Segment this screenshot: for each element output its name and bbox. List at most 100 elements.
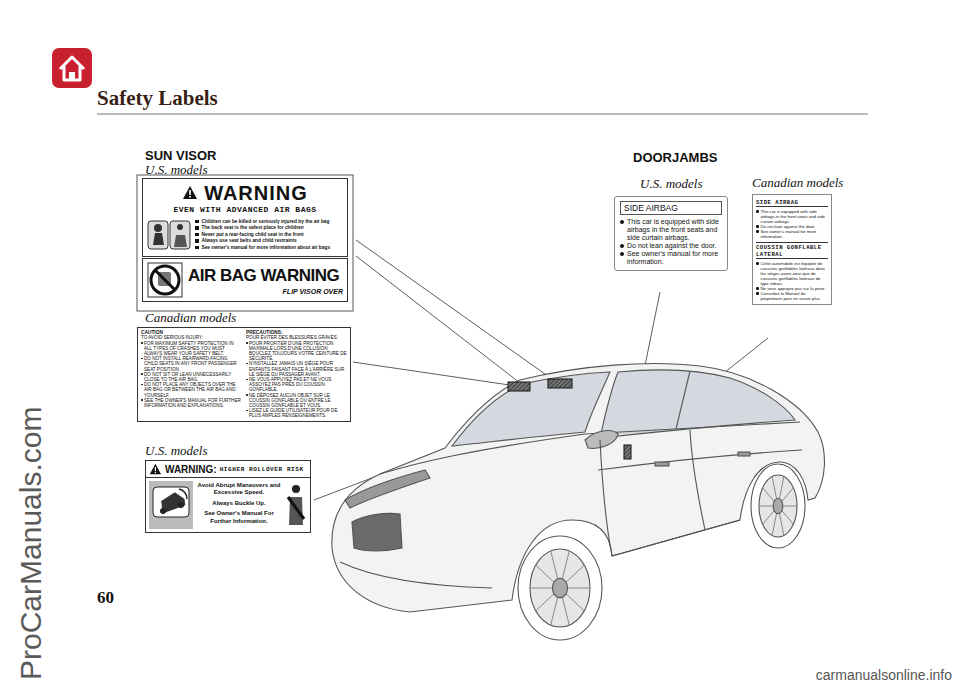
- label-text: Cette automobile est équipée de coussins…: [761, 261, 829, 286]
- label-text: DO NOT PLACE ANY OBJECTS OVER THE AIR BA…: [144, 382, 242, 398]
- bullet-row: DO NOT SIT OR LEAN UNNECESSARILY CLOSE T…: [141, 372, 242, 382]
- label-text: COUSSIN GONFLABLE LATERAL: [756, 242, 828, 259]
- label-text: Avoid Abrupt Maneuvers and Excessive Spe…: [196, 482, 282, 497]
- bullet-mark: [195, 239, 199, 243]
- bullet-row: NE VOUS APPUYEZ PAS ET NE VOUS ASSOYEZ P…: [246, 377, 347, 393]
- label-text: FLIP VISOR OVER: [188, 288, 343, 295]
- label-text: Consultez le Manuel du propriétaire pour…: [761, 291, 829, 301]
- caution-label: CAUTIONTO AVOID SERIOUS INJURY:FOR MAXIM…: [137, 327, 351, 422]
- bullet-row: Do not lean against the door.: [756, 224, 828, 229]
- bullet-row: See owner's manual for more information …: [195, 245, 343, 251]
- bullet-mark: [620, 252, 624, 256]
- label-text: NE DÉPOSEZ AUCUN OBJET SUR LE COUSSIN GO…: [249, 393, 347, 409]
- child-seat-pictogram: [147, 217, 191, 253]
- bullet-row: The back seat is the safest place for ch…: [195, 225, 343, 231]
- label-body: AIR BAG WARNING FLIP VISOR OVER: [188, 266, 343, 295]
- label-text: See owner's manual for more information.: [761, 229, 829, 239]
- page-number: 60: [97, 588, 114, 608]
- bullet-row: DO NOT PLACE ANY OBJECTS OVER THE AIR BA…: [141, 382, 242, 398]
- bullet-row: Cette automobile est équipée de coussins…: [756, 261, 828, 286]
- label-text: SIDE AIRBAG: [756, 199, 828, 207]
- label-text: SIDE AIRBAG: [620, 201, 722, 215]
- warning-label: AIR BAG WARNING FLIP VISOR OVER: [142, 258, 348, 302]
- bullet-row: FOR MAXIMUM SAFETY PROTECTION IN ALL TYP…: [141, 341, 242, 357]
- bullet-row: Children can be killed or seriously inju…: [195, 219, 343, 225]
- seatbelt-pictogram: [285, 483, 307, 527]
- bullet-mark: [141, 399, 143, 401]
- model-note: U.S. models: [145, 162, 207, 178]
- bullet-mark: [756, 262, 759, 265]
- label-text: Children can be killed or seriously inju…: [202, 219, 330, 225]
- car-illustration: [332, 364, 825, 640]
- label-text: See owner's manual for more information.: [627, 250, 722, 266]
- bullet-row: Ne vous appuyez pas sur la porte.: [756, 286, 828, 291]
- label-text: FOR MAXIMUM SAFETY PROTECTION IN ALL TYP…: [144, 341, 242, 357]
- label-text: DO NOT INSTALL REARWARD-FACING CHILD SEA…: [144, 356, 242, 372]
- rollover-pictogram: [149, 481, 193, 529]
- no-child-seat-icon: [147, 262, 183, 298]
- label-text: See Owner's Manual For Further Informati…: [196, 510, 282, 525]
- bullet-mark: [195, 233, 199, 237]
- label-text: Always Buckle Up.: [196, 500, 282, 507]
- label-text-group: Avoid Abrupt Maneuvers and Excessive Spe…: [196, 482, 282, 528]
- bullet-mark: [756, 287, 759, 290]
- label-text: Do not lean against the door.: [627, 242, 717, 250]
- bullet-row: This car is equipped with side airbags i…: [620, 218, 722, 242]
- bullet-mark: [620, 220, 624, 224]
- label-text: See owner's manual for more information …: [202, 245, 331, 251]
- warning-label: WARNINGEVEN WITH ADVANCED AIR BAGS Childr…: [142, 178, 348, 257]
- label-text: This car is equipped with side airbags i…: [761, 209, 829, 224]
- model-note: U.S. models: [640, 176, 702, 192]
- model-note: Canadian models: [752, 175, 843, 191]
- label-text: N'INSTALLEZ JAMAIS UN SIÈGE POUR ENFANTS…: [249, 361, 347, 377]
- bullet-row: See owner's manual for more information.: [756, 229, 828, 239]
- label-text: SEE THE OWNER'S MANUAL FOR FURTHER INFOR…: [144, 398, 242, 408]
- text-column: PRECAUTIONS:POUR ÉVITER DES BLESSURES GR…: [246, 330, 347, 419]
- label-text: The back seat is the safest place for ch…: [202, 225, 304, 231]
- label-text: DO NOT SIT OR LEAN UNNECESSARILY CLOSE T…: [144, 372, 242, 382]
- bullet-row: N'INSTALLEZ JAMAIS UN SIÈGE POUR ENFANTS…: [246, 361, 347, 377]
- bullet-mark: [756, 210, 759, 213]
- bullet-mark: [141, 342, 143, 344]
- label-text: EVEN WITH ADVANCED AIR BAGS: [147, 205, 343, 214]
- label-text: Do not lean against the door.: [761, 224, 816, 229]
- bullet-mark: [246, 394, 248, 396]
- bullet-mark: [756, 225, 759, 228]
- label-text: WARNING: [204, 182, 308, 204]
- label-text: Always use seat belts and child restrain…: [202, 238, 297, 244]
- label-text: PRECAUTIONS:: [246, 330, 347, 335]
- bullet-row: Do not lean against the door.: [620, 242, 722, 250]
- label-text: WARNING:: [165, 464, 217, 475]
- model-note: U.S. models: [145, 443, 207, 459]
- bullet-mark: [756, 292, 759, 295]
- label-header: WARNING: [147, 182, 343, 204]
- warning-triangle: [182, 185, 199, 201]
- bullet-mark: [195, 226, 199, 230]
- model-note: Canadian models: [145, 310, 236, 326]
- label-body: Children can be killed or seriously inju…: [147, 217, 343, 253]
- title-rule: [97, 114, 868, 115]
- bullet-row: Consultez le Manuel du propriétaire pour…: [756, 291, 828, 301]
- label-text: HIGHER ROLLOVER RISK: [220, 466, 304, 473]
- bullet-mark: [141, 373, 143, 375]
- rollover-label: WARNING:HIGHER ROLLOVER RISK Avoid Abrupt…: [145, 460, 311, 533]
- label-text: AIR BAG WARNING: [188, 266, 343, 286]
- bullet-mark: [195, 220, 199, 224]
- label-text: This car is equipped with side airbags i…: [627, 218, 722, 242]
- label-text: POUR ÉVITER DES BLESSURES GRAVES:: [246, 335, 347, 340]
- bullet-mark: [141, 358, 143, 360]
- label-text: LISEZ LE GUIDE UTILISATEUR POUR DE PLUS …: [249, 408, 347, 418]
- label-text: Ne vous appuyez pas sur la porte.: [761, 286, 826, 291]
- bullet-row: Never put a rear-facing child seat in th…: [195, 232, 343, 238]
- location-heading: DOORJAMBS: [633, 150, 718, 165]
- bullet-row: LISEZ LE GUIDE UTILISATEUR POUR DE PLUS …: [246, 408, 347, 418]
- bullet-mark: [246, 342, 248, 344]
- label-body: Avoid Abrupt Maneuvers and Excessive Spe…: [146, 478, 310, 532]
- bullet-row: Always use seat belts and child restrain…: [195, 238, 343, 244]
- bullet-mark: [756, 230, 759, 233]
- watermark: carmanualsonline.info: [816, 667, 952, 683]
- home-icon: [52, 48, 92, 88]
- airbag-label: SIDE AIRBAG This car is equipped with sid…: [614, 196, 728, 271]
- bullet-mark: [246, 410, 248, 412]
- bullet-mark: [246, 379, 248, 381]
